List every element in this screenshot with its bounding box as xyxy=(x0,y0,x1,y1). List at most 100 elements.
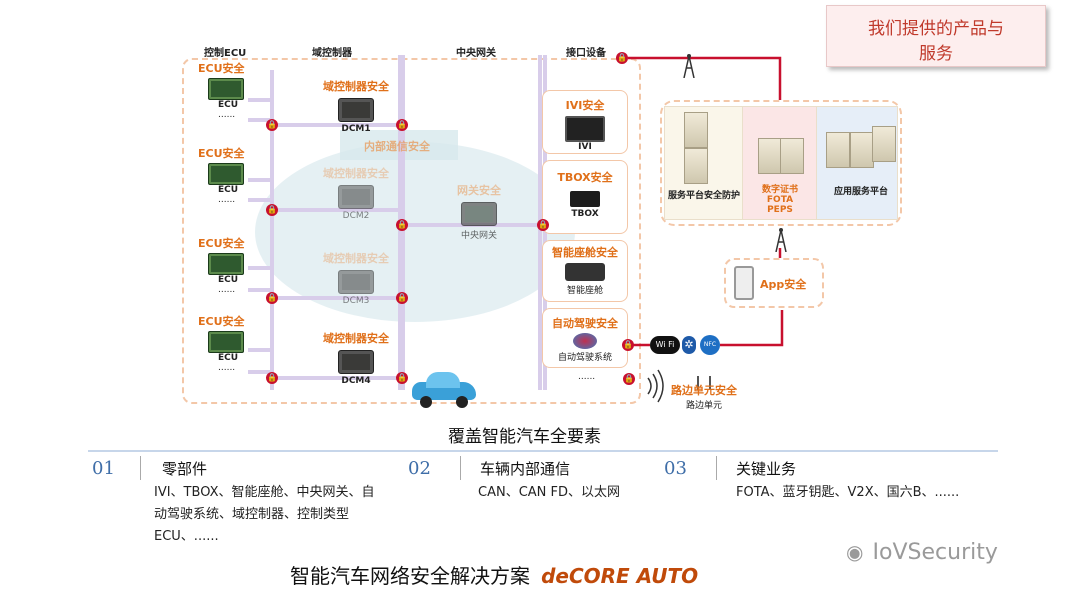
app-box: App安全 xyxy=(724,258,824,308)
ecu-group-title: ECU安全 xyxy=(198,147,245,160)
footer-main: 智能汽车网络安全解决方案 xyxy=(290,564,530,588)
interface-adas: 自动驾驶安全 自动驾驶系统 xyxy=(542,308,628,368)
dcm-label: DCM2 xyxy=(342,211,370,221)
watermark-text: IoVSecurity xyxy=(872,540,998,565)
dcm-4: 域控制器安全 DCM4 xyxy=(316,330,396,386)
ecu-group-4: ECU安全 ECU ...... xyxy=(198,313,258,373)
nfc-label: NFC xyxy=(703,341,717,348)
dcm-chip-image xyxy=(338,350,374,374)
lock-icon: 🔒 xyxy=(396,219,408,231)
ecu-chip-image xyxy=(208,163,244,185)
gateway-label: 中央网关 xyxy=(460,231,497,241)
ecu-dots: ...... xyxy=(218,363,236,373)
ecu-chip-label: ECU xyxy=(218,185,239,195)
internal-comm-label: 内部通信安全 xyxy=(364,140,430,153)
ecu-dots: ...... xyxy=(218,195,236,205)
dcm-label: DCM4 xyxy=(341,376,371,386)
dcm-label: DCM1 xyxy=(341,124,371,134)
server-icon xyxy=(780,138,804,174)
diagram-caption: 覆盖智能汽车全要素 xyxy=(448,427,601,447)
interface-label: 自动驾驶系统 xyxy=(557,353,612,363)
roadside-title: 路边单元安全 xyxy=(671,384,737,397)
lock-icon: 🔒 xyxy=(396,292,408,304)
gateway-chip-image xyxy=(461,202,497,226)
wifi-icon: Wi Fi xyxy=(650,336,680,354)
server-icon xyxy=(850,132,874,168)
section-text: CAN、CAN FD、以太网 xyxy=(478,485,621,500)
interface-dots: ...... xyxy=(578,372,596,382)
server-icon xyxy=(684,112,708,148)
phone-icon xyxy=(734,266,754,300)
section-text: FOTA、蓝牙钥匙、V2X、国六B、...... xyxy=(736,485,960,500)
dcm-chip-image xyxy=(338,270,374,294)
lock-icon: 🔒 xyxy=(266,119,278,131)
gateway-title: 网关安全 xyxy=(457,184,501,197)
column-ecu: 控制ECU xyxy=(204,48,247,59)
interface-label: 智能座舱 xyxy=(566,286,603,296)
section-title: 零部件 xyxy=(162,460,208,478)
column-interface: 接口设备 xyxy=(566,48,606,59)
section-divider xyxy=(140,456,141,480)
bluetooth-icon: ✲ xyxy=(682,336,696,354)
ecu-group-3: ECU安全 ECU ...... xyxy=(198,235,258,295)
lock-icon: 🔒 xyxy=(266,292,278,304)
car-image xyxy=(412,368,476,408)
roadside-unit: 路边单元安全 路边单元 xyxy=(664,376,744,411)
products-box-line2: 服务 xyxy=(919,44,953,64)
wechat-icon: ◉ xyxy=(846,540,864,564)
cloud-left-label: 服务平台安全防护 xyxy=(668,191,741,201)
cloud-mid-label-cert: 数字证书 xyxy=(761,185,798,195)
ecu-group-title: ECU安全 xyxy=(198,315,245,328)
cloud-mid-label-peps: PEPS xyxy=(767,205,793,215)
section-divider xyxy=(460,456,461,480)
server-icon xyxy=(826,132,850,168)
lock-icon: 🔒 xyxy=(266,204,278,216)
interface-title: IVI安全 xyxy=(565,99,605,112)
dcm-chip-image xyxy=(338,185,374,209)
lock-icon: 🔒 xyxy=(537,219,549,231)
server-icon xyxy=(758,138,782,174)
cloud-platform: 服务平台安全防护 数字证书 FOTA PEPS 应用服务平台 xyxy=(660,100,902,226)
ecu-group-2: ECU安全 ECU ...... xyxy=(198,145,258,205)
dcm-3: 域控制器安全 DCM3 xyxy=(316,250,396,306)
ecu-group-1: ECU安全 ECU ...... xyxy=(198,60,258,120)
bottom-divider xyxy=(88,450,998,452)
column-domain: 域控制器 xyxy=(312,48,352,59)
dcm-title: 域控制器安全 xyxy=(323,332,389,345)
signal-arcs xyxy=(647,369,664,403)
dcm-chip-image xyxy=(338,98,374,122)
cockpit-image xyxy=(565,263,605,281)
lock-icon: 🔒 xyxy=(616,52,628,64)
antenna-icon xyxy=(774,226,788,253)
roadside-antenna-icon xyxy=(697,376,711,390)
tbox-device-image xyxy=(570,191,600,207)
interface-label: TBOX xyxy=(571,209,599,219)
interface-tbox: TBOX安全 TBOX xyxy=(542,160,628,234)
dcm-label: DCM3 xyxy=(342,296,370,306)
vehicle-architecture-frame xyxy=(182,58,641,404)
lock-icon: 🔒 xyxy=(623,373,635,385)
column-gateway: 中央网关 xyxy=(456,48,496,59)
interface-title: 智能座舱安全 xyxy=(552,246,618,259)
roadside-label: 路边单元 xyxy=(685,401,722,411)
dcm-1: 域控制器安全 DCM1 xyxy=(316,78,396,134)
server-icon xyxy=(684,148,708,184)
nfc-icon: NFC xyxy=(700,335,720,355)
antenna-icon xyxy=(682,52,696,79)
cloud-mid-label-fota: FOTA xyxy=(766,195,794,205)
lock-icon: 🔒 xyxy=(396,372,408,384)
server-icon xyxy=(872,126,896,162)
ecu-chip-label: ECU xyxy=(218,100,239,110)
dcm-title: 域控制器安全 xyxy=(323,167,389,180)
lock-icon: 🔒 xyxy=(396,119,408,131)
ecu-group-title: ECU安全 xyxy=(198,62,245,75)
ecu-chip-image xyxy=(208,253,244,275)
section-number: 02 xyxy=(408,458,431,479)
cloud-mid-labels: 数字证书 FOTA PEPS xyxy=(746,182,814,215)
section-number: 01 xyxy=(92,458,115,479)
footer-title: 智能汽车网络安全解决方案 deCORE AUTO xyxy=(290,560,698,589)
section-title: 关键业务 xyxy=(736,460,797,478)
ivi-screen-image xyxy=(565,116,605,142)
wifi-label: Wi Fi xyxy=(655,340,675,349)
ecu-chip-label: ECU xyxy=(218,275,239,285)
